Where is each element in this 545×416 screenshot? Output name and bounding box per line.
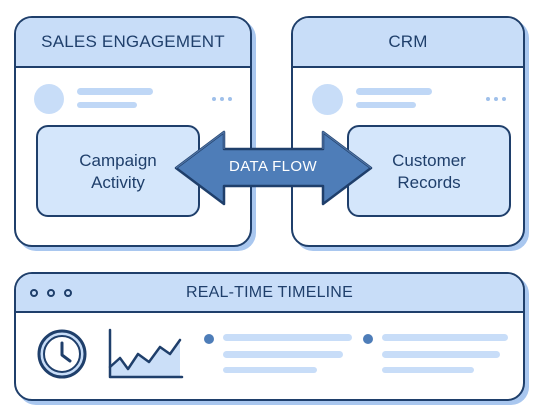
timeline-line-4 (382, 334, 508, 341)
customer-records-line-1: Customer (392, 151, 466, 170)
crm-avatar-icon (312, 84, 343, 115)
window-dot-3 (64, 289, 72, 297)
sales-engagement-placeholder-line-2 (77, 102, 137, 108)
dot (494, 97, 498, 101)
sales-engagement-title: SALES ENGAGEMENT (41, 32, 225, 51)
campaign-activity-card: Campaign Activity (36, 125, 200, 217)
crm-placeholder-line-1 (356, 88, 432, 95)
dot (486, 97, 490, 101)
crm-more-icon (486, 97, 506, 101)
sales-engagement-header: SALES ENGAGEMENT (16, 18, 250, 68)
campaign-activity-line-2: Activity (91, 173, 145, 192)
window-dot-1 (30, 289, 38, 297)
timeline-header: REAL-TIME TIMELINE (16, 274, 523, 313)
timeline-title: REAL-TIME TIMELINE (186, 284, 353, 301)
sales-engagement-avatar-icon (34, 84, 64, 114)
data-flow-label: DATA FLOW (228, 158, 318, 175)
crm-placeholder-line-2 (356, 102, 416, 108)
customer-records-line-2: Records (397, 173, 461, 192)
timeline-panel: REAL-TIME TIMELINE (14, 272, 525, 401)
timeline-line-5 (382, 351, 500, 358)
campaign-activity-line-1: Campaign (79, 151, 157, 170)
timeline-line-2 (223, 351, 343, 358)
customer-records-card: Customer Records (347, 125, 511, 217)
line-chart-icon (104, 328, 184, 383)
timeline-marker-1 (204, 334, 214, 344)
sales-engagement-more-icon (212, 97, 232, 101)
clock-icon (36, 328, 88, 380)
dot (228, 97, 232, 101)
crm-header: CRM (293, 18, 523, 68)
dot (212, 97, 216, 101)
timeline-line-1 (223, 334, 352, 341)
timeline-marker-2 (363, 334, 373, 344)
dot (502, 97, 506, 101)
timeline-line-3 (223, 367, 317, 373)
timeline-line-6 (382, 367, 474, 373)
crm-title: CRM (388, 32, 428, 51)
sales-engagement-placeholder-line-1 (77, 88, 153, 95)
sales-engagement-panel: SALES ENGAGEMENT Campaign Activity (14, 16, 252, 247)
dot (220, 97, 224, 101)
window-dot-2 (47, 289, 55, 297)
crm-panel: CRM Customer Records (291, 16, 525, 247)
